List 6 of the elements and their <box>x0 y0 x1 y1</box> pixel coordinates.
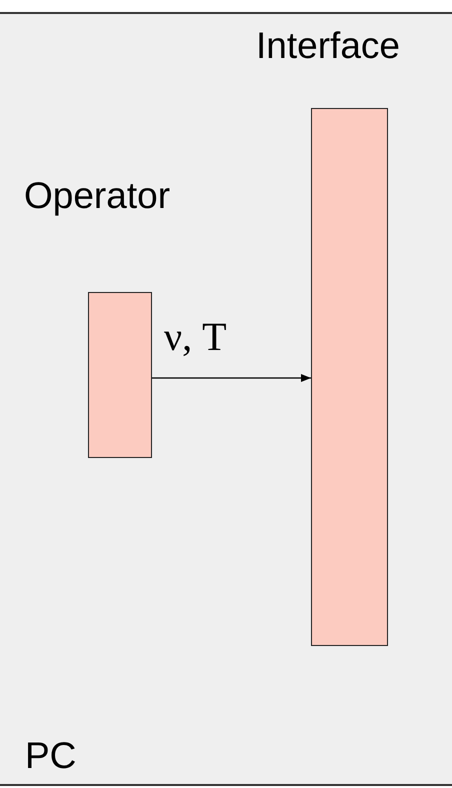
frame-label: PC <box>25 734 76 778</box>
arrow <box>152 374 311 382</box>
block-label: Interface <box>256 24 400 68</box>
edge-label: ν, T <box>164 314 227 360</box>
pc-frame <box>0 12 452 786</box>
block-label: Operator <box>24 174 170 218</box>
